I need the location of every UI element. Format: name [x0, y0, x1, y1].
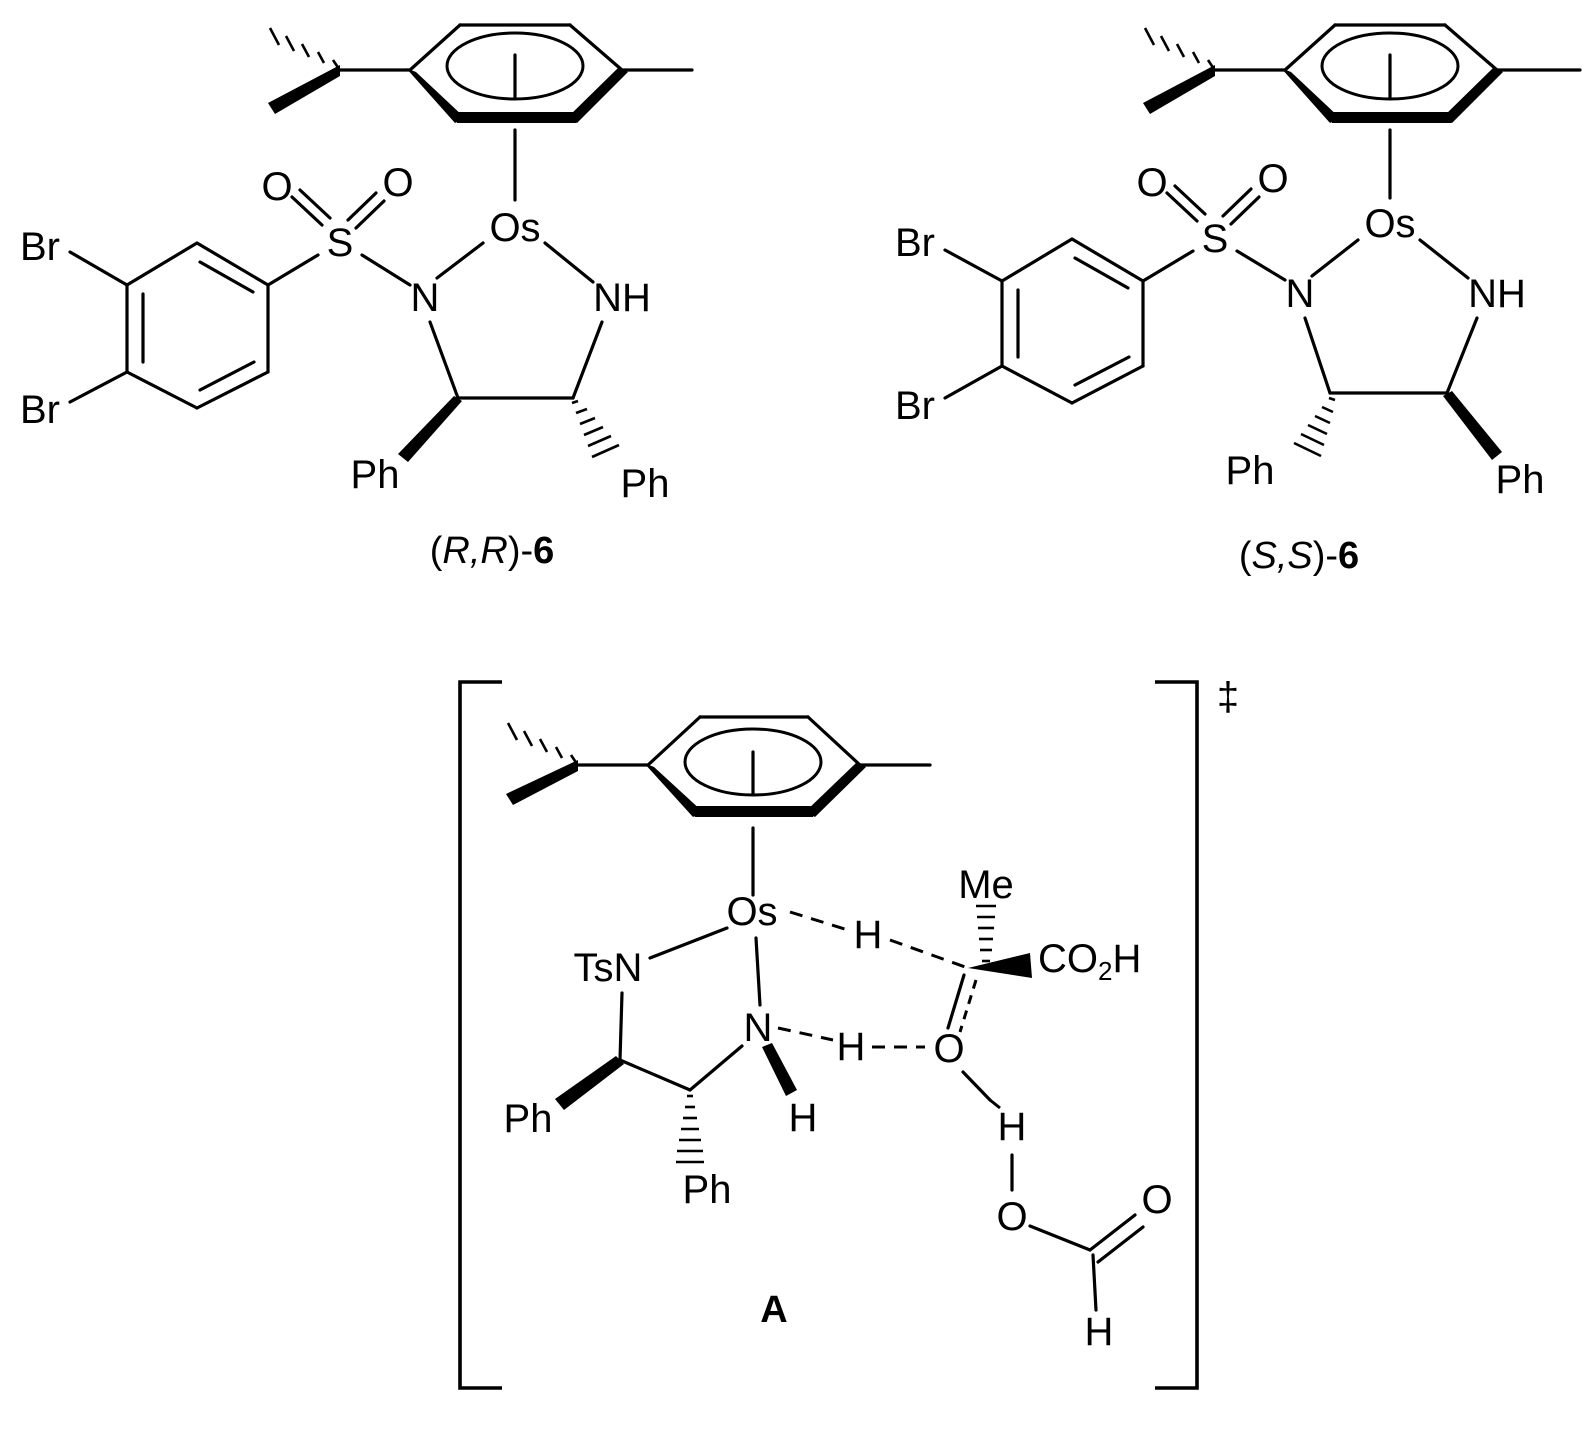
nitrogen-atom-label: N — [744, 1006, 773, 1050]
tosylamide-label: TsN — [574, 946, 643, 990]
oxygen-atom-label: O — [996, 1195, 1027, 1239]
hash-bond — [506, 722, 579, 765]
oxygen-atom-label: O — [1141, 1178, 1172, 1222]
hash-bond — [268, 27, 341, 70]
aryl-ring — [1000, 237, 1145, 405]
sulfur-atom-label: S — [327, 221, 354, 265]
arene-ring — [506, 715, 932, 817]
hash-bond — [1143, 27, 1216, 70]
hydrogen-atom-label: H — [789, 1096, 818, 1140]
complex-rr-6: Os N NH Ph Ph S O O — [20, 23, 694, 572]
oxygen-atom-label: O — [933, 1027, 964, 1071]
phenyl-label: Ph — [1496, 458, 1545, 502]
phenyl-label: Ph — [504, 1097, 553, 1141]
hash-bond — [571, 399, 620, 459]
double-dagger-symbol: ‡ — [1217, 675, 1239, 719]
hash-bond — [976, 904, 996, 963]
nh-group-label: NH — [593, 276, 651, 320]
bromine-atom-label: Br — [20, 225, 60, 269]
arene-ring — [1143, 23, 1582, 123]
phenyl-label: Ph — [351, 453, 400, 497]
sulfur-atom-label: S — [1202, 217, 1229, 261]
hash-bond — [1293, 396, 1336, 458]
osmium-atom-label: Os — [489, 206, 540, 250]
hydrogen-atom-label: H — [1085, 1310, 1114, 1354]
bromine-atom-label: Br — [20, 388, 60, 432]
oxygen-atom-label: O — [1136, 161, 1167, 205]
osmium-atom-label: Os — [1364, 202, 1415, 246]
phenyl-label: Ph — [683, 1168, 732, 1212]
left-bracket — [458, 680, 502, 1390]
phenyl-label: Ph — [621, 462, 670, 506]
bromine-atom-label: Br — [895, 384, 935, 428]
hydrogen-atom-label: H — [837, 1025, 866, 1069]
aryl-ring — [125, 241, 270, 410]
hydrogen-atom-label: H — [998, 1105, 1027, 1149]
arene-ring — [268, 23, 694, 123]
right-bracket — [1155, 680, 1199, 1390]
carboxylic-acid-label: CO2H — [1038, 937, 1141, 986]
compound-caption-rr-6: (R,R)-6 — [430, 530, 555, 572]
bromine-atom-label: Br — [895, 221, 935, 265]
nitrogen-atom-label: N — [1286, 272, 1315, 316]
hash-bond — [676, 1094, 704, 1164]
oxygen-atom-label: O — [382, 161, 413, 205]
methyl-label: Me — [958, 863, 1014, 907]
hydride-label: H — [854, 913, 883, 957]
osmium-atom-label: Os — [726, 890, 777, 934]
nh-group-label: NH — [1468, 272, 1526, 316]
nitrogen-atom-label: N — [411, 276, 440, 320]
oxygen-atom-label: O — [261, 165, 292, 209]
compound-caption-ss-6: (S,S)-6 — [1239, 535, 1359, 577]
phenyl-label: Ph — [1226, 449, 1275, 493]
transition-state-label: A — [760, 1289, 787, 1331]
transition-state-a: ‡ Os TsN N — [458, 675, 1239, 1390]
complex-ss-6: Os N NH Ph Ph S O O — [895, 23, 1582, 577]
oxygen-atom-label: O — [1257, 157, 1288, 201]
